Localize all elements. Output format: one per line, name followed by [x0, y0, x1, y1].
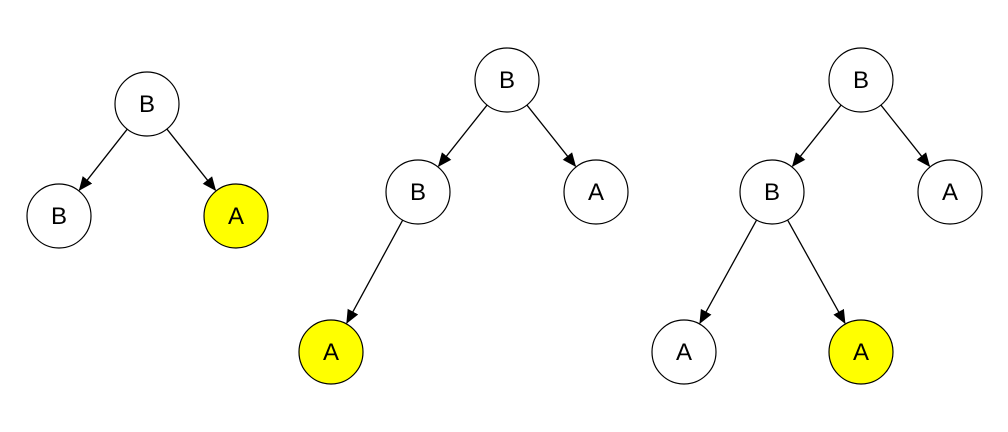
node-label: A	[853, 339, 869, 366]
node-label: A	[676, 339, 692, 366]
tree-3: B B A A A	[651, 47, 983, 385]
node-circle	[828, 47, 894, 113]
node-left-right: A	[828, 319, 894, 385]
node-root: B	[828, 47, 894, 113]
highlighted-node-circle	[828, 319, 894, 385]
node-label: A	[942, 179, 958, 206]
node-circle	[651, 319, 717, 385]
node-label: B	[410, 179, 426, 206]
node-circle	[26, 183, 92, 249]
edge-left-to-left-right	[786, 219, 846, 325]
node-right: A	[917, 159, 983, 225]
node-left: B	[385, 159, 451, 225]
tree-3-edges	[699, 104, 931, 325]
node-root: B	[114, 71, 180, 137]
edge-root-to-right	[166, 128, 217, 191]
node-left: B	[26, 183, 92, 249]
edge-left-to-left-left	[699, 219, 758, 324]
node-label: B	[139, 91, 155, 118]
node-label: A	[228, 203, 244, 230]
edge-root-to-left	[437, 104, 488, 167]
node-root: B	[474, 47, 540, 113]
node-left-left: A	[651, 319, 717, 385]
node-left: B	[739, 159, 805, 225]
node-left-left: A	[298, 319, 364, 385]
node-label: A	[588, 179, 604, 206]
node-right: A	[203, 183, 269, 249]
tree-1: B B A	[26, 71, 269, 249]
edge-left-to-left-left	[346, 219, 404, 324]
node-circle	[114, 71, 180, 137]
highlighted-node-circle	[298, 319, 364, 385]
node-circle	[385, 159, 451, 225]
edge-root-to-right	[526, 104, 577, 167]
node-label: A	[323, 339, 339, 366]
node-label: B	[853, 67, 869, 94]
node-circle	[474, 47, 540, 113]
node-label: B	[51, 203, 67, 230]
edge-root-to-left	[791, 104, 842, 167]
node-label: B	[764, 179, 780, 206]
node-circle	[739, 159, 805, 225]
tree-2-edges	[346, 104, 577, 324]
node-right: A	[563, 159, 629, 225]
edge-root-to-right	[880, 104, 931, 167]
node-circle	[563, 159, 629, 225]
node-label: B	[499, 67, 515, 94]
edge-root-to-left	[78, 128, 128, 191]
node-circle	[917, 159, 983, 225]
highlighted-node-circle	[203, 183, 269, 249]
tree-1-edges	[78, 128, 217, 191]
tree-2: B B A A	[298, 47, 629, 385]
